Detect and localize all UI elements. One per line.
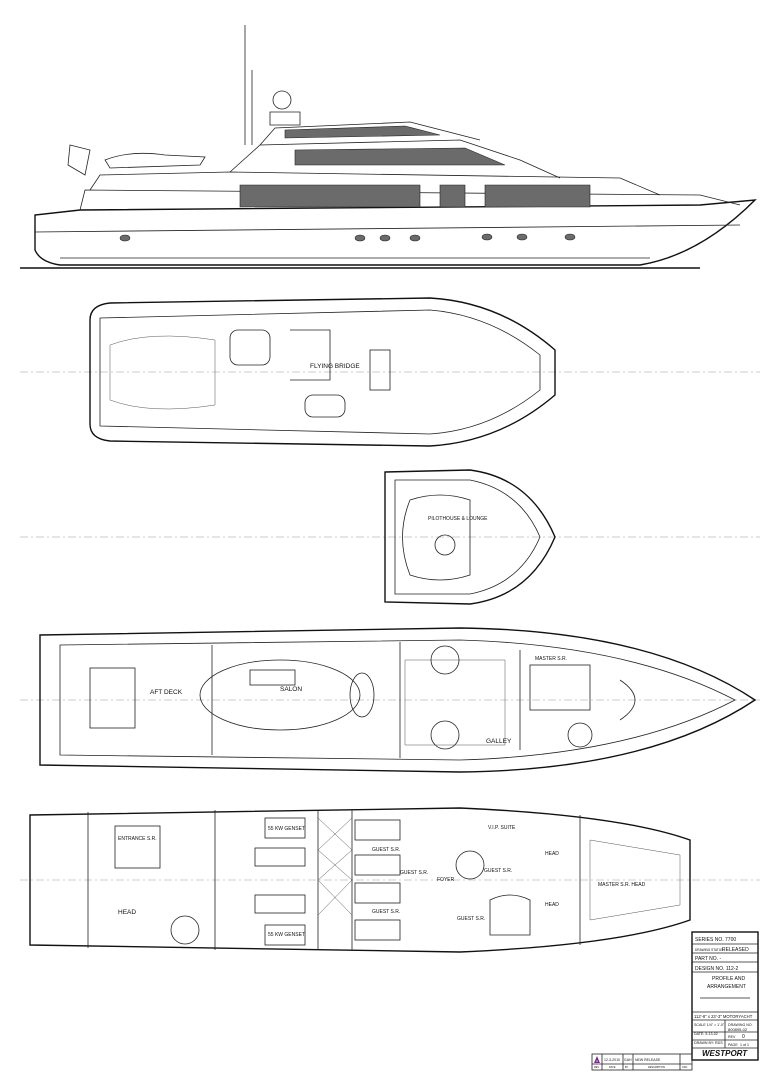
hull	[34, 199, 757, 266]
drawing-status: RELEASED	[722, 947, 749, 953]
drawing-title-2: ARRANGEMENT	[707, 984, 746, 990]
header-rev: REV	[594, 1066, 599, 1069]
scale: SCALE 1/4" = 1'-0"	[694, 1023, 725, 1027]
revision-id: A	[596, 1059, 598, 1063]
genset-port-label: 55 KW GENSET	[268, 826, 305, 832]
galley-label: GALLEY	[486, 738, 512, 745]
guest-sr-label-5: GUEST S.R.	[457, 916, 485, 922]
tender	[104, 152, 206, 169]
revision-table: A 12-3-2010 GAH NEW RELEASE REV DATE BY …	[591, 1053, 693, 1071]
rev-label: REV	[728, 1035, 736, 1039]
drawing-number: 800895-02	[728, 1027, 748, 1032]
revision-marker-icon	[594, 1056, 600, 1063]
genset-stbd-label: 55 KW GENSET	[268, 932, 305, 938]
engine-stbd	[254, 894, 306, 914]
guest-sr-label-2: GUEST S.R.	[400, 870, 428, 876]
tender-plan	[109, 335, 216, 410]
pilothouse-label: PILOTHOUSE & LOUNGE	[428, 516, 488, 522]
vessel-description: 112'-8" x 23'-3" MOTORYACHT	[694, 1014, 753, 1019]
guest-sr-label-4: GUEST S.R.	[484, 868, 512, 874]
lower-deck-plan: ENTRANCE S.R. HEAD 55 KW GENSET 55 KW GE…	[20, 807, 760, 953]
flybridge-plan: FLYING BRIDGE	[20, 297, 760, 447]
radar-dome	[272, 90, 292, 110]
revision-by: GAH	[624, 1058, 632, 1062]
status-label: DRAWING STATUS:	[695, 948, 724, 952]
rev-value: 0	[742, 1034, 745, 1040]
entrance-sr-label: ENTRANCE S.R.	[118, 836, 157, 842]
guest-sr-label-3: GUEST S.R.	[372, 909, 400, 915]
salon-label: SALON	[280, 686, 302, 693]
head-label-2: HEAD	[545, 851, 559, 857]
header-date: DATE	[609, 1066, 616, 1069]
vip-suite-label: V.I.P. SUITE	[488, 825, 516, 831]
engine-port	[254, 847, 306, 867]
revision-date: 12-3-2010	[604, 1058, 620, 1062]
spa-pool	[229, 329, 271, 366]
foyer-label: FOYER	[437, 877, 455, 883]
header-description: DESCRIPTION	[648, 1066, 665, 1069]
page-label: PAGE	[728, 1043, 738, 1047]
guest-sr-label-1: GUEST S.R.	[372, 847, 400, 853]
westport-logo: WESTPORT	[702, 1049, 748, 1058]
master-head-label: MASTER S.R. HEAD	[598, 882, 646, 888]
drawn-by: DRAWN BY: RDS	[694, 1041, 723, 1045]
main-deck-plan: AFT DECK SALON GALLEY MASTER S.R.	[20, 627, 760, 773]
revision-description: NEW RELEASE	[635, 1058, 661, 1062]
date: DATE: 5-13-02	[694, 1032, 718, 1036]
page-value: 1 of 1	[740, 1043, 749, 1047]
flag	[67, 144, 91, 176]
drawing-number-label: DRAWING NO.	[728, 1023, 753, 1027]
title-block: SERIES NO. 7700 DRAWING STATUS: RELEASED…	[691, 931, 759, 1061]
head-label: HEAD	[118, 909, 136, 916]
header-by: BY	[625, 1066, 629, 1069]
drawing-title-1: PROFILE AND	[712, 976, 745, 982]
part-number: PART NO. -	[695, 956, 721, 962]
series-number: SERIES NO. 7700	[695, 937, 736, 943]
pilothouse-plan: PILOTHOUSE & LOUNGE	[20, 469, 760, 605]
aft-deck-label: AFT DECK	[150, 689, 183, 696]
head-label-3: HEAD	[545, 902, 559, 908]
header-ckd: CKD	[682, 1066, 687, 1069]
master-label: MASTER S.R.	[535, 656, 567, 662]
flybridge-label: FLYING BRIDGE	[310, 363, 360, 370]
design-number: DESIGN NO. 112-2	[695, 966, 738, 972]
profile-view	[20, 25, 757, 269]
